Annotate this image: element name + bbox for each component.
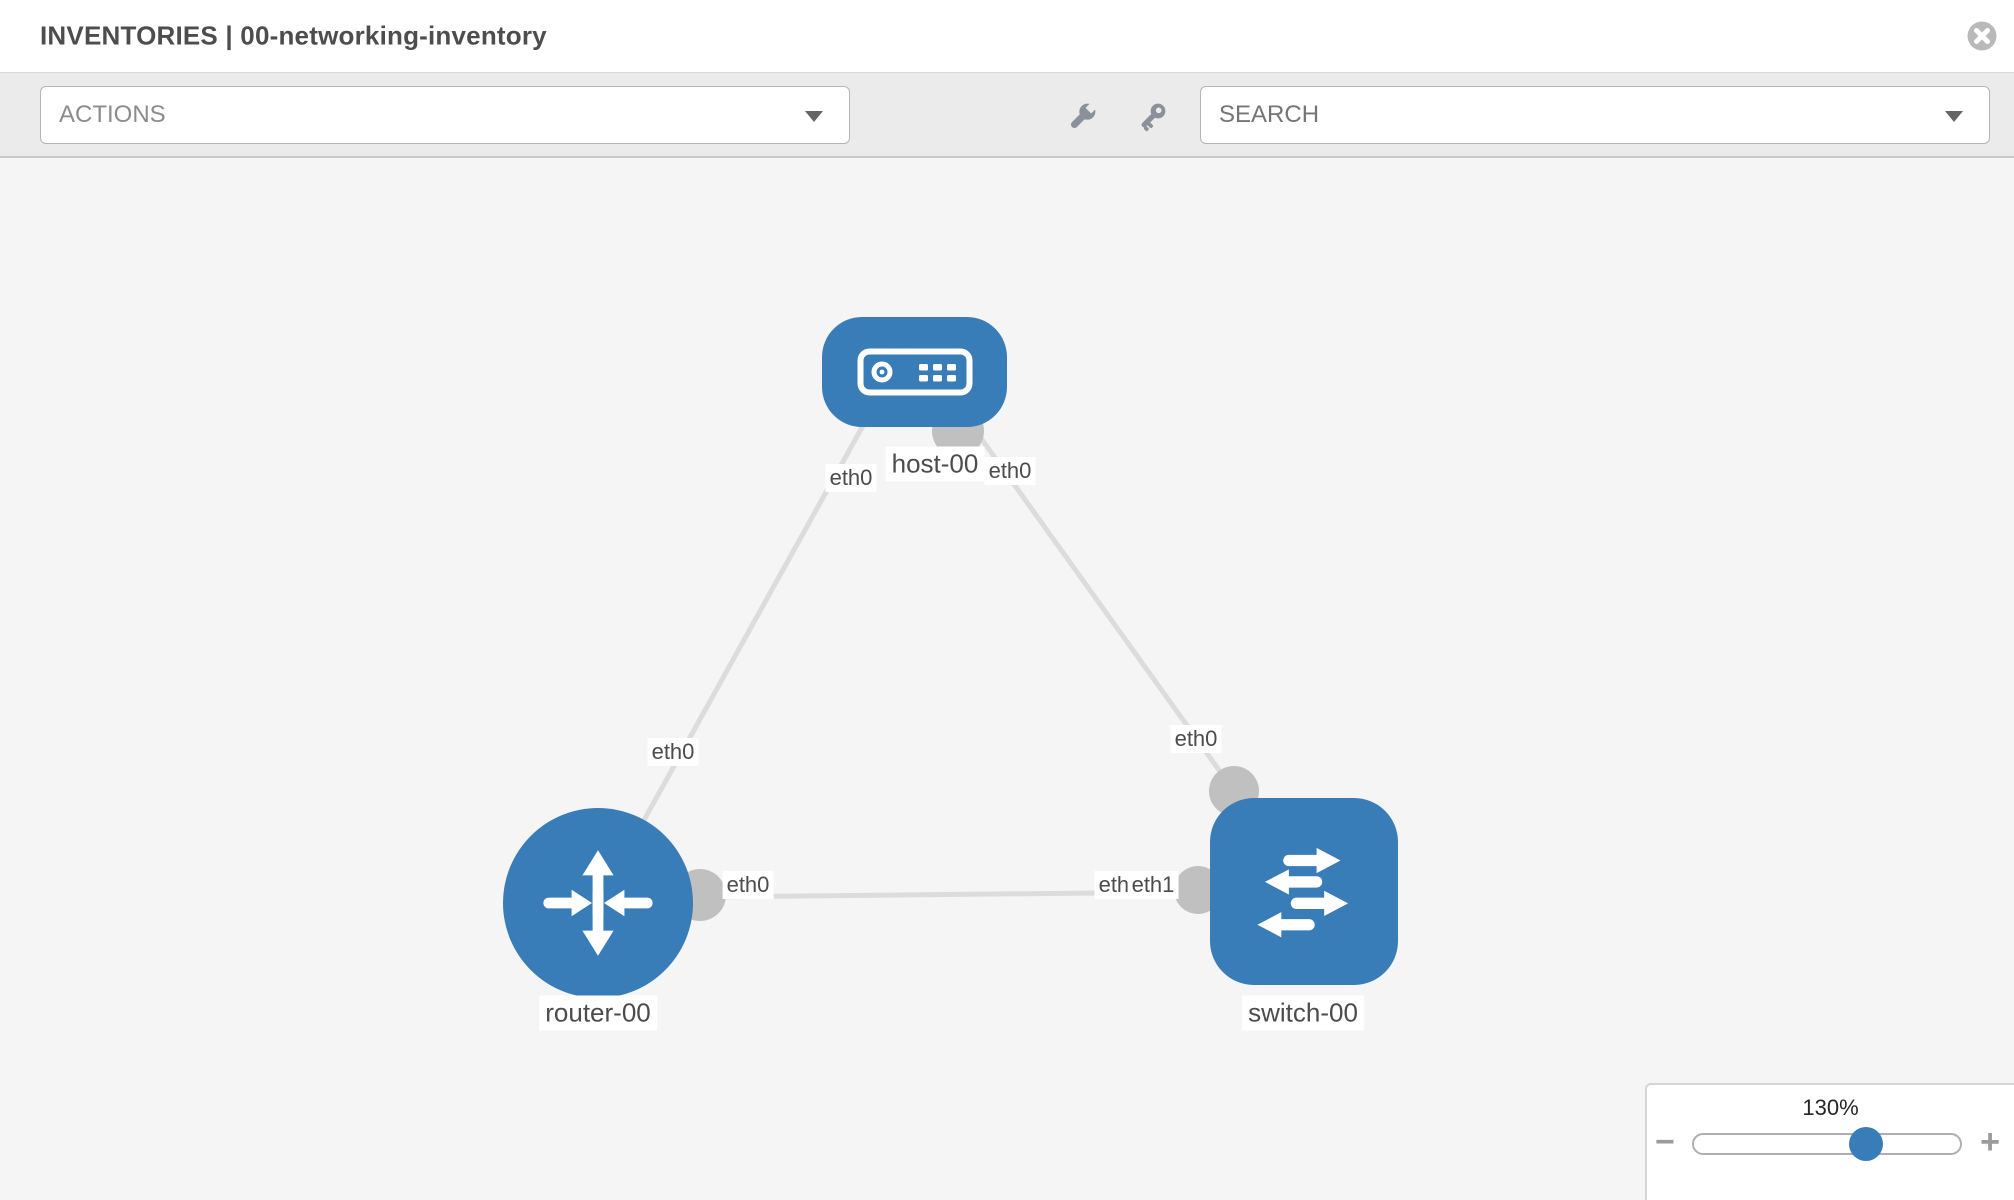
actions-dropdown[interactable]: ACTIONS [40, 86, 850, 144]
node-label-switch: switch-00 [1242, 995, 1364, 1031]
zoom-slider-track[interactable] [1692, 1127, 1962, 1161]
interface-label-host-eth0-left: eth0 [825, 464, 877, 492]
chevron-down-icon [805, 111, 823, 122]
close-button[interactable] [1966, 20, 1998, 52]
node-label-host: host-00 [885, 446, 985, 482]
search-dropdown[interactable] [1200, 86, 1990, 144]
node-switch-00[interactable] [1210, 798, 1398, 985]
zoom-panel: 130% − + [1645, 1083, 2014, 1200]
interface-label-router-link-eth0: eth0 [647, 738, 699, 766]
interface-label-host-eth0-right: eth0 [984, 457, 1036, 485]
host-icon [857, 348, 972, 396]
topology-canvas[interactable]: host-00 router-00 switch-00 eth0 eth0 et… [0, 158, 2014, 1200]
node-router-00[interactable] [503, 808, 693, 998]
configure-button[interactable] [1065, 100, 1099, 134]
router-icon [543, 850, 653, 956]
panel-header: INVENTORIES | 00-networking-inventory [0, 0, 2014, 73]
page-title: INVENTORIES | 00-networking-inventory [40, 20, 547, 51]
zoom-in-button[interactable]: + [1980, 1123, 2000, 1161]
zoom-out-button[interactable]: − [1655, 1123, 1675, 1161]
zoom-slider-thumb[interactable] [1849, 1127, 1883, 1161]
chevron-down-icon [1945, 111, 1963, 122]
interface-label-router-eth0: eth0 [722, 871, 774, 899]
zoom-level-value: 130% [1802, 1095, 1859, 1120]
node-label-router: router-00 [539, 995, 657, 1031]
switch-icon [1257, 847, 1349, 937]
key-icon [1141, 103, 1166, 132]
search-input[interactable] [1201, 87, 1989, 143]
toolbar: ACTIONS [0, 73, 2014, 158]
credentials-button[interactable] [1135, 100, 1169, 134]
wrench-icon [1070, 101, 1098, 129]
actions-dropdown-label: ACTIONS [59, 101, 166, 128]
interface-label-switch-eth1: eth1 [1127, 871, 1179, 899]
interface-label-switch-top-eth0: eth0 [1170, 725, 1222, 753]
node-host-00[interactable] [822, 317, 1007, 427]
close-icon [1967, 21, 1997, 51]
